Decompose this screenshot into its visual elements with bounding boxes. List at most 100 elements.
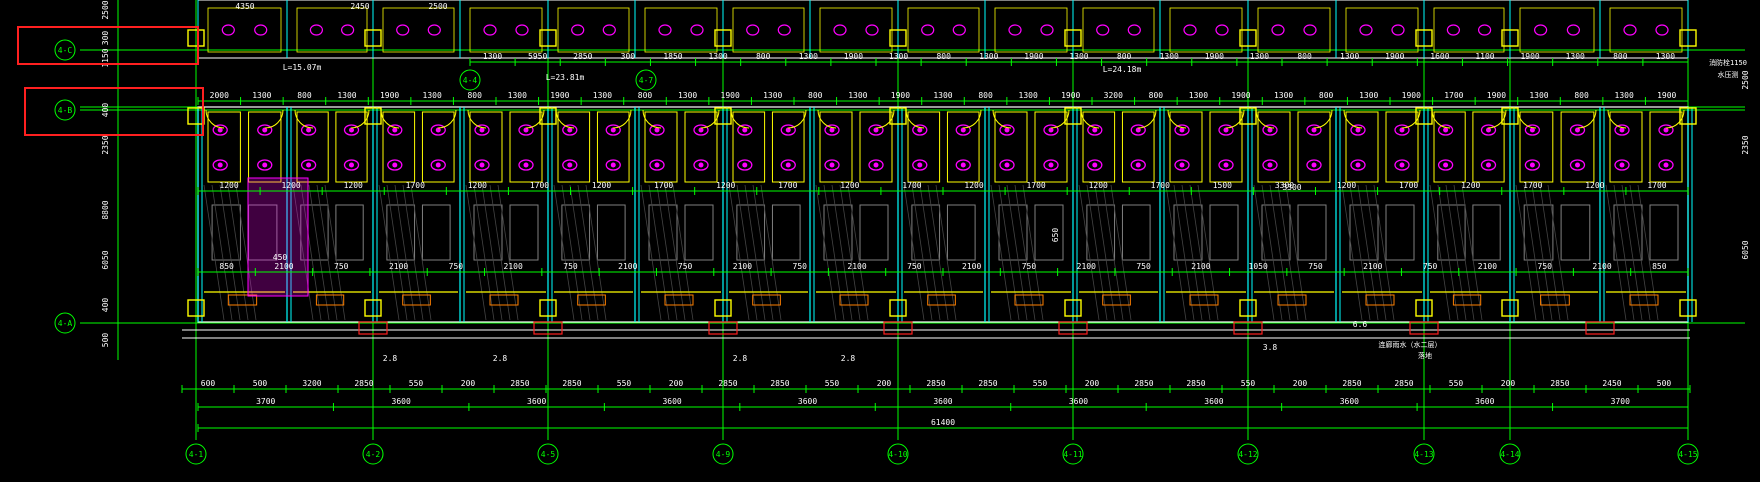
axis-bubble-bottom-circle[interactable] — [185, 443, 207, 465]
axis-bubble-bottom-circle[interactable] — [1413, 443, 1435, 465]
axis-bubble-4b[interactable]: 4-B — [54, 99, 76, 121]
axis-bubble-top[interactable]: 4-4 — [459, 69, 481, 91]
dim-top-2: 800 — [808, 91, 823, 100]
dim-bottom-1: 550 — [409, 379, 424, 388]
selection-highlight-layer[interactable] — [17, 26, 204, 136]
dim-bottom-1: 200 — [877, 379, 892, 388]
dim-top-2: 1300 — [1615, 91, 1634, 100]
dim-top-1: 800 — [1117, 52, 1132, 61]
column-marker — [1064, 29, 1082, 47]
axis-bubble-bottom-circle[interactable] — [1237, 443, 1259, 465]
axis-bubbles-layer[interactable]: 4-C 4-B 4-A 4-1 4-2 4-5 4-9 4-10 4-11 4-12 4-13 4-1… — [54, 39, 1699, 465]
dim-low: 750 — [1308, 262, 1323, 271]
axis-bubble-bottom-circle[interactable] — [362, 443, 384, 465]
room-area: 3300 — [1282, 183, 1301, 192]
dim-low: 2100 — [274, 262, 293, 271]
axis-bubble-bottom[interactable]: 4-11 — [1062, 443, 1084, 465]
toilet-icon — [1306, 159, 1322, 171]
axis-bubble-bottom-circle[interactable] — [1677, 443, 1699, 465]
drain-icon — [1399, 162, 1405, 168]
bathroom-outline — [1121, 111, 1155, 183]
door-swing-icon — [817, 109, 837, 129]
toilet-icon — [649, 159, 665, 171]
axis-bubble-bottom[interactable]: 4-13 — [1413, 443, 1435, 465]
dim-top-2: 1900 — [1402, 91, 1421, 100]
axis-bubble-bottom[interactable]: 4-1 — [185, 443, 207, 465]
note-top-dim: 2450 — [350, 2, 369, 11]
hatch-line — [1539, 184, 1561, 321]
dim-top-2: 1900 — [380, 91, 399, 100]
axis-bubble-bottom-circle[interactable] — [1499, 443, 1521, 465]
axis-bubble-4c-circle[interactable] — [54, 39, 76, 61]
toilet-icon — [1394, 124, 1410, 136]
axis-bubble-bottom-circle[interactable] — [1062, 443, 1084, 465]
toilet-icon — [1350, 124, 1366, 136]
furniture-outline — [684, 204, 714, 261]
dim-top-1: 1900 — [1024, 52, 1043, 61]
axis-bubble-bottom[interactable]: 4-14 — [1499, 443, 1521, 465]
level-mark: 2.8 — [493, 354, 508, 363]
dim-bottom-1: 2850 — [1134, 379, 1153, 388]
dim-top-2: 1900 — [1657, 91, 1676, 100]
dim-bottom-1: 600 — [201, 379, 216, 388]
room-tag: 650 — [1051, 228, 1060, 243]
toilet-icon — [658, 24, 672, 36]
axis-bubble-bottom-label: 4-11 — [1063, 450, 1082, 459]
dim-top-1: 1300 — [1069, 52, 1088, 61]
hatch-line — [553, 184, 575, 321]
axis-bubble-4b-circle[interactable] — [54, 99, 76, 121]
dim-bottom-2: 3600 — [527, 397, 546, 406]
axis-bubble-bottom-circle[interactable] — [712, 443, 734, 465]
axis-bubble-bottom[interactable]: 4-2 — [362, 443, 384, 465]
hatch-line — [292, 184, 314, 321]
bathroom-outline — [596, 111, 630, 183]
axis-bubble-top-circle[interactable] — [459, 69, 481, 91]
hatch-line — [1429, 184, 1451, 321]
dim-top-2: 1900 — [1487, 91, 1506, 100]
bathroom-outline — [207, 111, 241, 183]
axis-bubble-4a-circle[interactable] — [54, 312, 76, 334]
dim-bottom-1: 2450 — [1602, 379, 1621, 388]
dim-top-2: 800 — [1319, 91, 1334, 100]
toilet-icon — [693, 159, 709, 171]
highlight-box-4c[interactable] — [17, 26, 199, 65]
dim-top-2: 1900 — [1061, 91, 1080, 100]
dim-left: 300 — [101, 31, 110, 46]
axis-bubble-top-circle[interactable] — [635, 69, 657, 91]
hatch-line — [1547, 184, 1569, 321]
dim-low: 750 — [907, 262, 922, 271]
toilet-icon — [515, 24, 529, 36]
axis-bubble-4a[interactable]: 4-A — [54, 312, 76, 334]
axis-bubble-top[interactable]: 4-7 — [635, 69, 657, 91]
drain-icon — [392, 162, 398, 168]
axis-bubble-4b-label: 4-B — [58, 106, 73, 115]
highlight-box-4b[interactable] — [24, 87, 204, 136]
furniture-outline — [1560, 204, 1591, 261]
dim-top-2: 1300 — [423, 91, 442, 100]
drain-icon — [1355, 127, 1361, 133]
ac-unit-icon — [402, 294, 431, 306]
axis-bubble-bottom[interactable]: 4-5 — [537, 443, 559, 465]
axis-bubble-bottom[interactable]: 4-9 — [712, 443, 734, 465]
bathroom-outline — [1519, 111, 1554, 183]
axis-bubble-bottom[interactable]: 4-15 — [1677, 443, 1699, 465]
drain-icon — [1135, 162, 1141, 168]
dim-top-2: 1300 — [678, 91, 697, 100]
axis-bubble-4c[interactable]: 4-C — [54, 39, 76, 61]
door-swing-icon — [700, 109, 720, 129]
hatch-line — [744, 184, 766, 321]
axis-bubble-bottom[interactable]: 4-10 — [887, 443, 909, 465]
axis-bubble-bottom-circle[interactable] — [887, 443, 909, 465]
dim-left: 400 — [101, 298, 110, 313]
hatch-line — [561, 184, 583, 321]
dim-bottom-1: 2850 — [1550, 379, 1569, 388]
toilet-icon — [1350, 159, 1366, 171]
axis-bubble-bottom-circle[interactable] — [537, 443, 559, 465]
dim-mid: 1700 — [654, 181, 673, 190]
axis-bubble-bottom[interactable]: 4-12 — [1237, 443, 1259, 465]
door-swing-icon — [1487, 109, 1507, 129]
column-marker — [1501, 29, 1519, 47]
dim-low: 2100 — [1592, 262, 1611, 271]
